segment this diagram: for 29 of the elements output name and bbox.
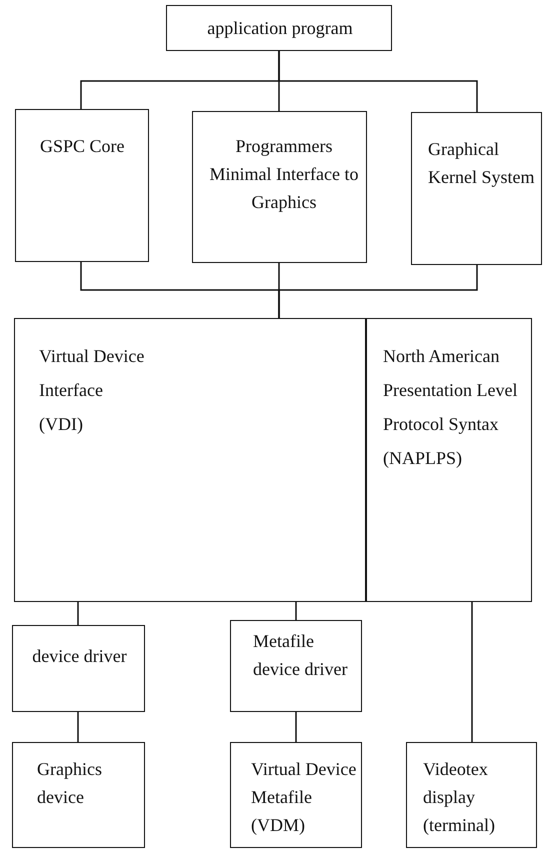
component-label: application program	[206, 17, 354, 39]
connector-line	[295, 712, 297, 742]
component-box	[406, 742, 537, 848]
component-box	[166, 5, 392, 51]
connector-line	[77, 712, 79, 742]
component-label: Virtual Device Metafile (VDM)	[251, 758, 358, 837]
component-label: Metafile device driver	[253, 630, 348, 681]
component-box	[230, 620, 362, 712]
component-label: Graphical Kernel System	[428, 138, 536, 189]
component-box	[366, 318, 532, 602]
component-box	[192, 111, 367, 263]
component-box	[15, 109, 149, 262]
connector-line	[278, 51, 478, 112]
component-label: Virtual Device Interface (VDI)	[39, 345, 146, 436]
component-box	[12, 625, 145, 712]
connector-line	[278, 265, 478, 318]
component-label: North American Presentation Level Protocol Syntax (NAPLPS)	[383, 345, 518, 470]
connector-line	[295, 602, 297, 620]
connector-line	[471, 602, 473, 742]
connector-line	[77, 602, 79, 625]
component-box	[14, 318, 366, 602]
component-box	[12, 742, 145, 848]
component-label: GSPC Core	[40, 135, 126, 158]
component-label: Graphics device	[37, 758, 103, 809]
component-label: Programmers Minimal Interface to Graphics	[209, 135, 359, 214]
component-box	[411, 112, 542, 265]
component-box	[230, 742, 362, 848]
component-label: Videotex display (terminal)	[423, 758, 496, 837]
component-label: device driver	[31, 645, 128, 668]
